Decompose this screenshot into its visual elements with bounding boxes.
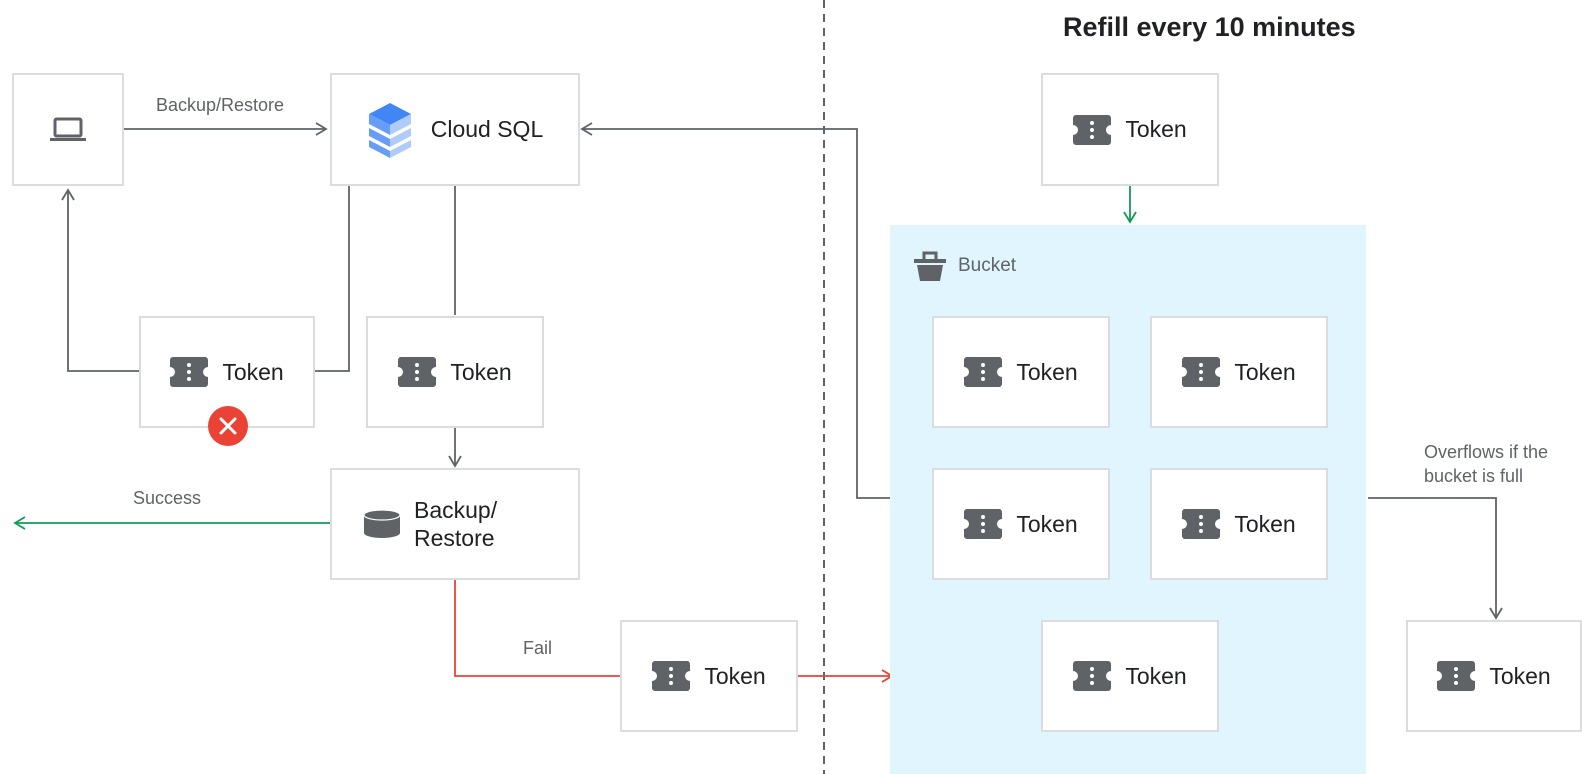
error-icon (208, 406, 248, 446)
arrow-rejected-to-laptop (61, 188, 139, 372)
ticket-icon (1182, 357, 1221, 387)
laptop-node (12, 73, 124, 186)
edge-label-overflow: Overflows if the bucket is full (1424, 440, 1548, 488)
cloud-sql-node: Cloud SQL (330, 73, 580, 186)
backup-restore-node: Backup/ Restore (330, 468, 580, 580)
cloud-sql-label: Cloud SQL (430, 116, 544, 142)
token-label: Token (1489, 662, 1551, 689)
token-consumed: Token (366, 316, 544, 428)
ticket-icon (1437, 661, 1476, 691)
token-bucket-4: Token (1150, 468, 1328, 580)
bucket-label: Bucket (958, 255, 1017, 276)
arrow-overflow (1368, 497, 1503, 620)
diagram-title: Refill every 10 minutes (1063, 12, 1356, 42)
token-label: Token (1016, 510, 1078, 537)
ticket-icon (1073, 114, 1112, 145)
token-bucket-1: Token (932, 316, 1110, 428)
token-bucket-3: Token (932, 468, 1110, 580)
edge-label-success: Success (133, 488, 202, 508)
ticket-icon (1073, 661, 1112, 691)
laptop-icon (50, 117, 86, 141)
bucket-header: Bucket (912, 250, 1016, 282)
token-label: Token (1125, 116, 1187, 142)
token-label: Token (1016, 358, 1078, 385)
token-refill: Token (1041, 73, 1219, 186)
token-label: Token (1234, 510, 1296, 537)
arrow-bucket-to-cloudsql (580, 122, 892, 499)
line-fail (454, 580, 620, 677)
ticket-icon (170, 357, 209, 387)
cloud-sql-icon (368, 102, 411, 158)
token-label: Token (450, 358, 512, 385)
token-overflow: Token (1406, 620, 1582, 732)
backup-restore-label: Backup/ Restore (414, 496, 497, 552)
token-bucket-2: Token (1150, 316, 1328, 428)
backup-restore-line2: Restore (414, 525, 495, 551)
ticket-icon (652, 661, 691, 691)
edge-label-fail: Fail (523, 638, 553, 658)
token-label: Token (1234, 358, 1296, 385)
bucket-icon (914, 251, 946, 281)
token-label: Token (704, 662, 766, 689)
token-bucket-5: Token (1041, 620, 1219, 732)
backup-restore-line1: Backup/ (414, 497, 498, 523)
overflow-line1: Overflows if the (1424, 442, 1549, 462)
ticket-icon (964, 509, 1003, 539)
database-icon (363, 509, 401, 538)
overflow-line2: bucket is full (1424, 466, 1524, 486)
ticket-icon (964, 357, 1003, 387)
token-fail-returned: Token (620, 620, 798, 732)
token-label: Token (1125, 662, 1187, 689)
edge-label-backup-restore: Backup/Restore (156, 95, 285, 115)
line-cloudsql-to-rejected-token (315, 186, 350, 372)
ticket-icon (1182, 509, 1221, 539)
ticket-icon (398, 357, 437, 387)
token-label: Token (222, 358, 284, 385)
